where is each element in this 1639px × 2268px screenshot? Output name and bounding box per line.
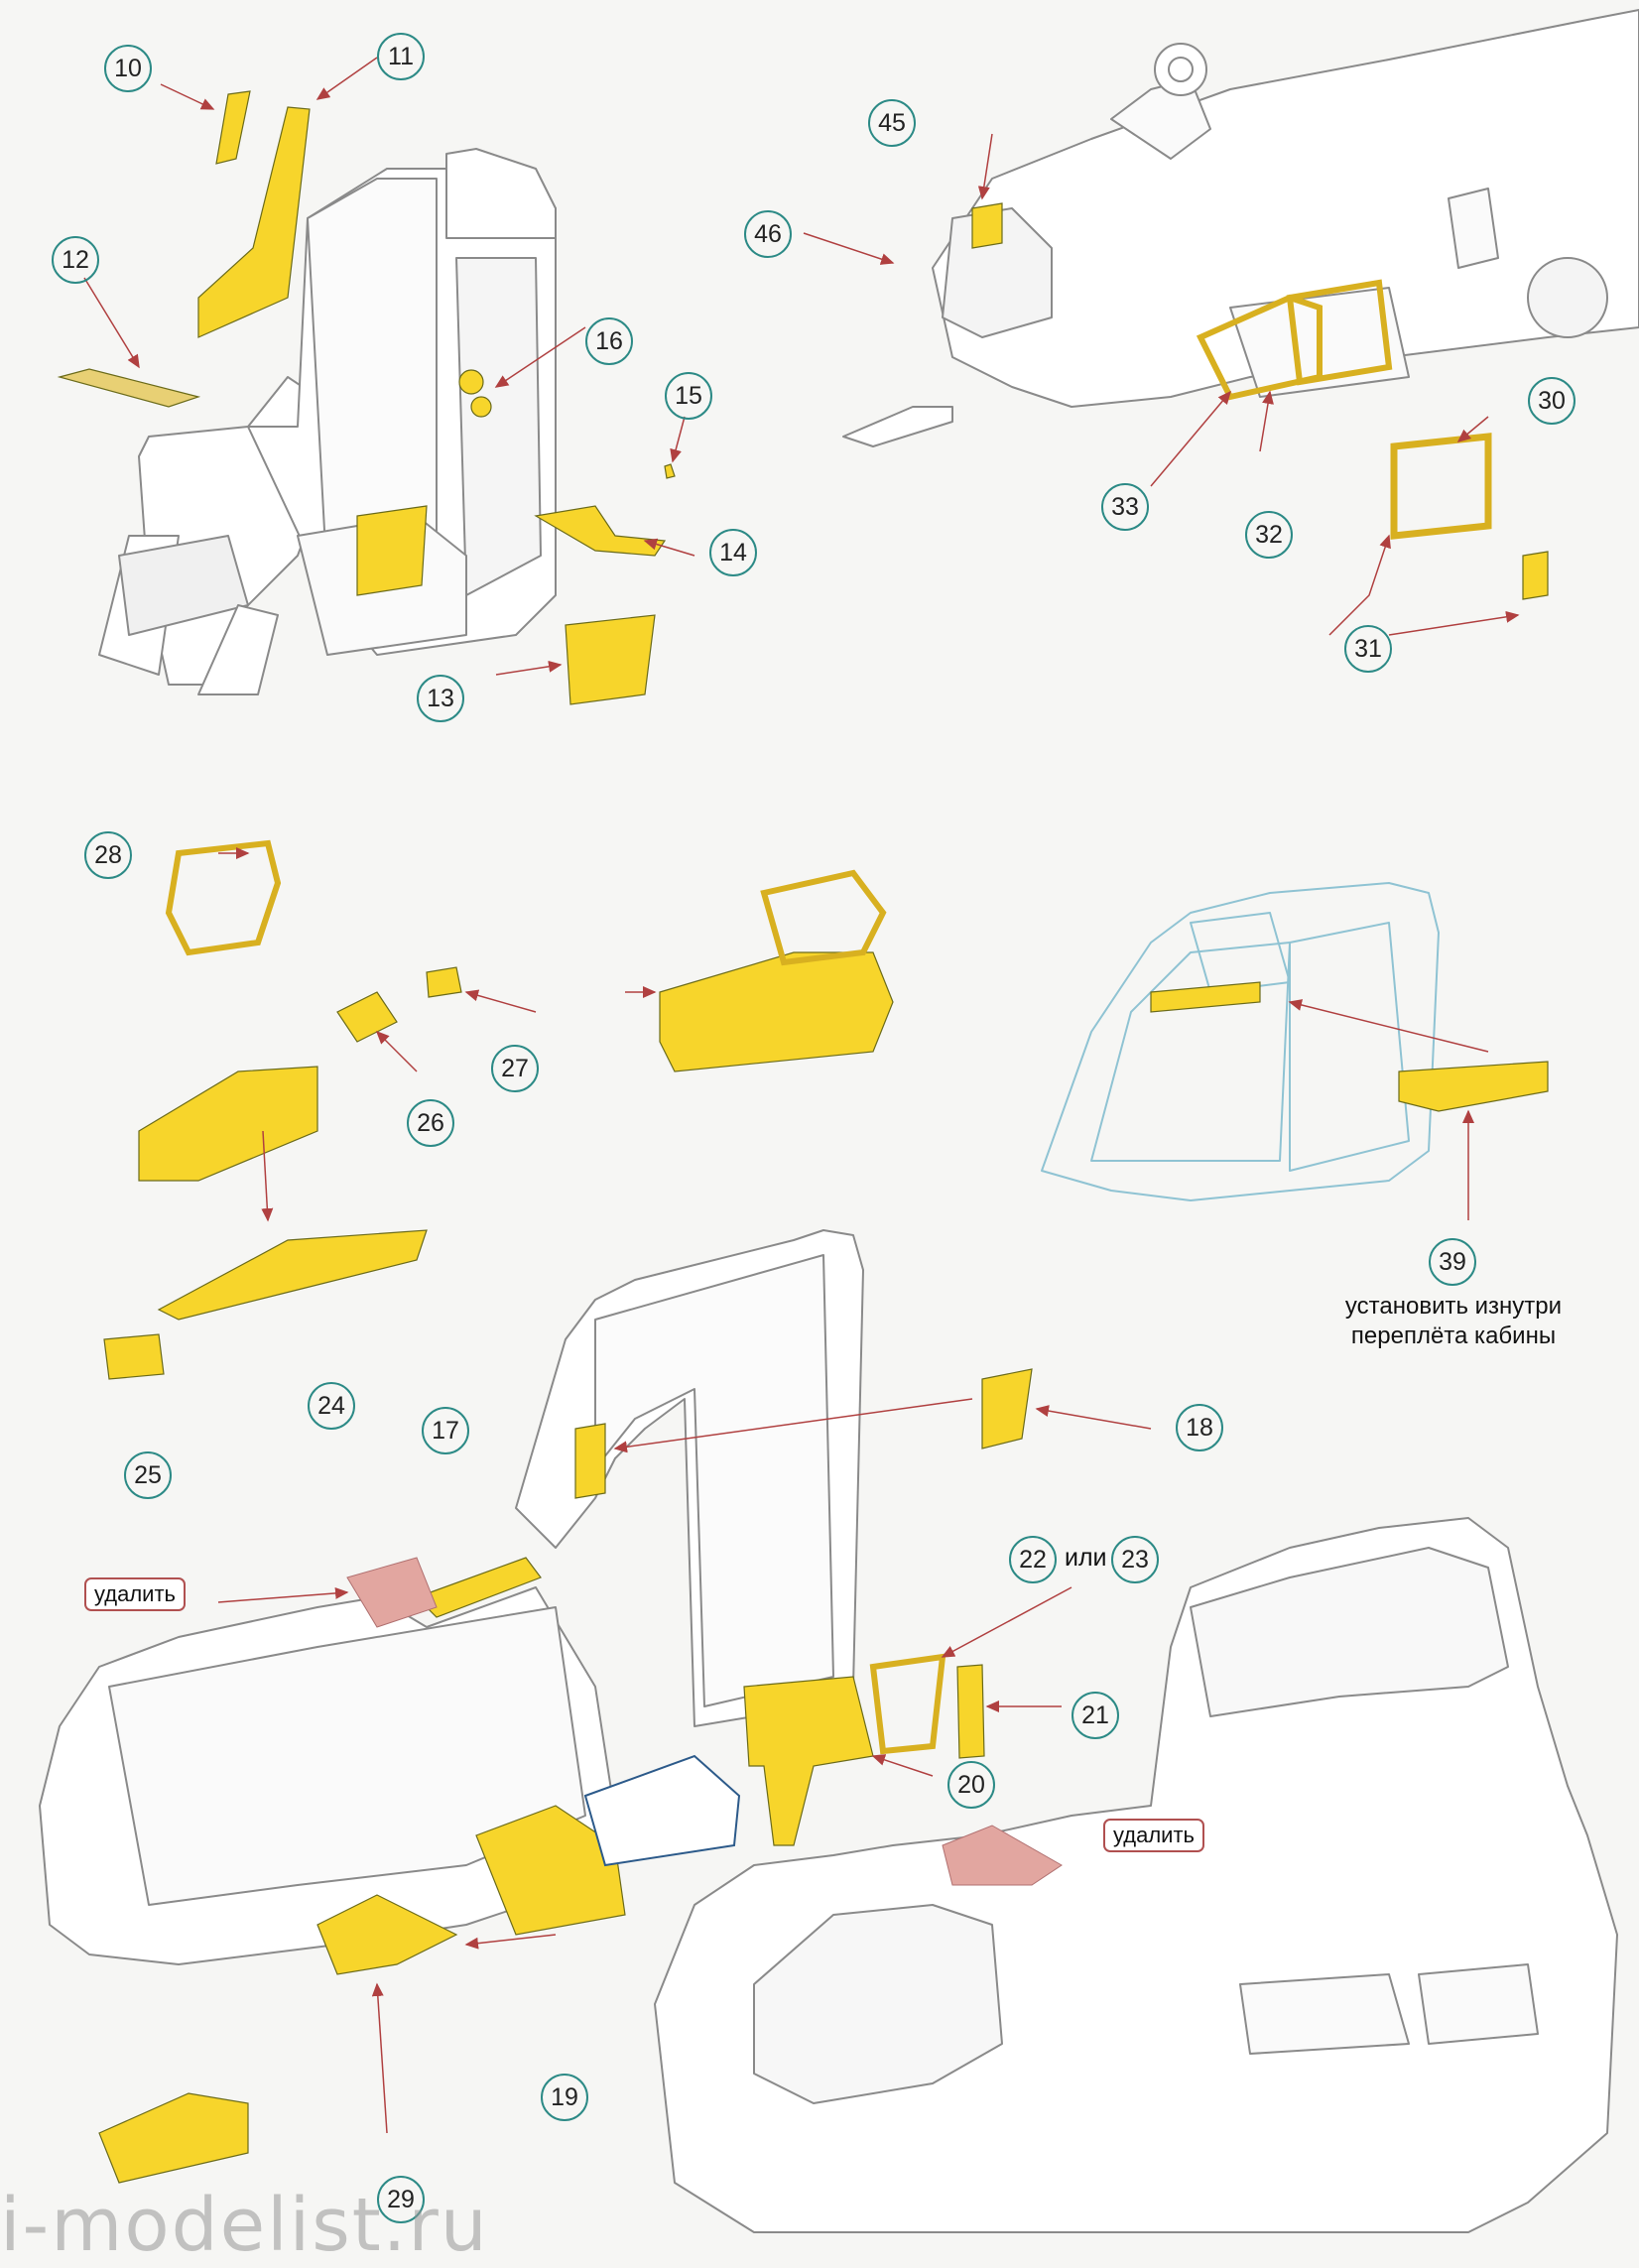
- callout-18: 18: [1176, 1404, 1223, 1451]
- part-20: [743, 1676, 874, 1846]
- part-12: [57, 368, 201, 408]
- part-29: [316, 1894, 458, 1975]
- part-27: [426, 966, 462, 998]
- watermark: i-modelist.ru: [0, 2183, 489, 2268]
- photo-etched-parts: [57, 90, 1549, 2184]
- part-25: [103, 1333, 165, 1380]
- part-24: [157, 1229, 428, 1321]
- fuselage-side: [654, 1517, 1618, 2233]
- install-note-line-2: переплёта кабины: [1350, 1323, 1557, 1349]
- callout-10: 10: [104, 45, 152, 92]
- callout-16: 16: [585, 317, 633, 365]
- part-14: [534, 505, 667, 557]
- part-10: [215, 90, 251, 165]
- part-31: [1522, 551, 1549, 600]
- callout-32: 32: [1245, 511, 1293, 559]
- callout-15: 15: [665, 372, 712, 420]
- callout-13: 13: [417, 675, 464, 722]
- part-18-install: [574, 1423, 606, 1499]
- callout-33: 33: [1101, 483, 1149, 531]
- part-assembly-28-top: [760, 869, 887, 966]
- remove-area-right: [942, 1825, 1063, 1886]
- callout-24: 24: [308, 1382, 355, 1430]
- callout-14: 14: [709, 529, 757, 576]
- callout-23: 23: [1111, 1536, 1159, 1583]
- install-note-line-1: установить изнутри: [1344, 1293, 1563, 1320]
- part-assembly-26: [138, 1066, 318, 1182]
- part-17: [415, 1557, 542, 1618]
- part-16b: [470, 396, 492, 418]
- canopy-frame: [1041, 882, 1440, 1201]
- part-13: [565, 614, 656, 705]
- part-45: [971, 202, 1003, 249]
- callout-29: 29: [377, 2176, 425, 2223]
- callout-20: 20: [947, 1761, 995, 1809]
- leader-arrows: [83, 57, 1520, 2134]
- callout-25: 25: [124, 1451, 172, 1499]
- callout-21: 21: [1072, 1692, 1119, 1739]
- callout-46: 46: [744, 210, 792, 258]
- callout-45: 45: [868, 99, 916, 147]
- part-18: [981, 1368, 1033, 1449]
- or-label: или: [1065, 1544, 1107, 1572]
- install-note: установить изнутри переплёта кабины: [1329, 1292, 1577, 1351]
- cockpit-frame: [515, 1229, 864, 1727]
- instrument-decal: [583, 1754, 741, 1867]
- callout-12: 12: [52, 236, 99, 284]
- part-21: [956, 1664, 985, 1759]
- remove-area-left: [346, 1557, 438, 1628]
- part-15: [664, 463, 676, 479]
- part-assembly-28: [659, 951, 894, 1072]
- part-assembly-29: [98, 2092, 249, 2184]
- part-33: [1196, 294, 1323, 401]
- callout-27: 27: [491, 1045, 539, 1092]
- callout-26: 26: [407, 1099, 454, 1147]
- part-30: [1390, 433, 1492, 540]
- helicopter-nose: [842, 9, 1639, 447]
- callout-31: 31: [1344, 625, 1392, 673]
- remove-label-left: удалить: [84, 1577, 187, 1611]
- ejection-seat: [98, 148, 557, 695]
- callout-30: 30: [1528, 377, 1576, 425]
- part-19: [475, 1805, 626, 1936]
- callout-19: 19: [541, 2074, 588, 2121]
- part-32: [1286, 279, 1393, 386]
- callout-11: 11: [377, 33, 425, 80]
- part-11: [197, 106, 311, 338]
- remove-label-right: удалить: [1103, 1819, 1205, 1852]
- callout-17: 17: [422, 1407, 469, 1454]
- part-16a: [458, 369, 484, 395]
- callout-22: 22: [1009, 1536, 1057, 1583]
- part-39-install: [1150, 981, 1261, 1013]
- part-39: [1398, 1061, 1549, 1112]
- callout-28: 28: [84, 831, 132, 879]
- part-13b: [356, 505, 428, 596]
- part-22: [869, 1653, 946, 1755]
- part-26: [336, 991, 398, 1043]
- callout-39: 39: [1429, 1238, 1476, 1286]
- part-28: [165, 839, 282, 956]
